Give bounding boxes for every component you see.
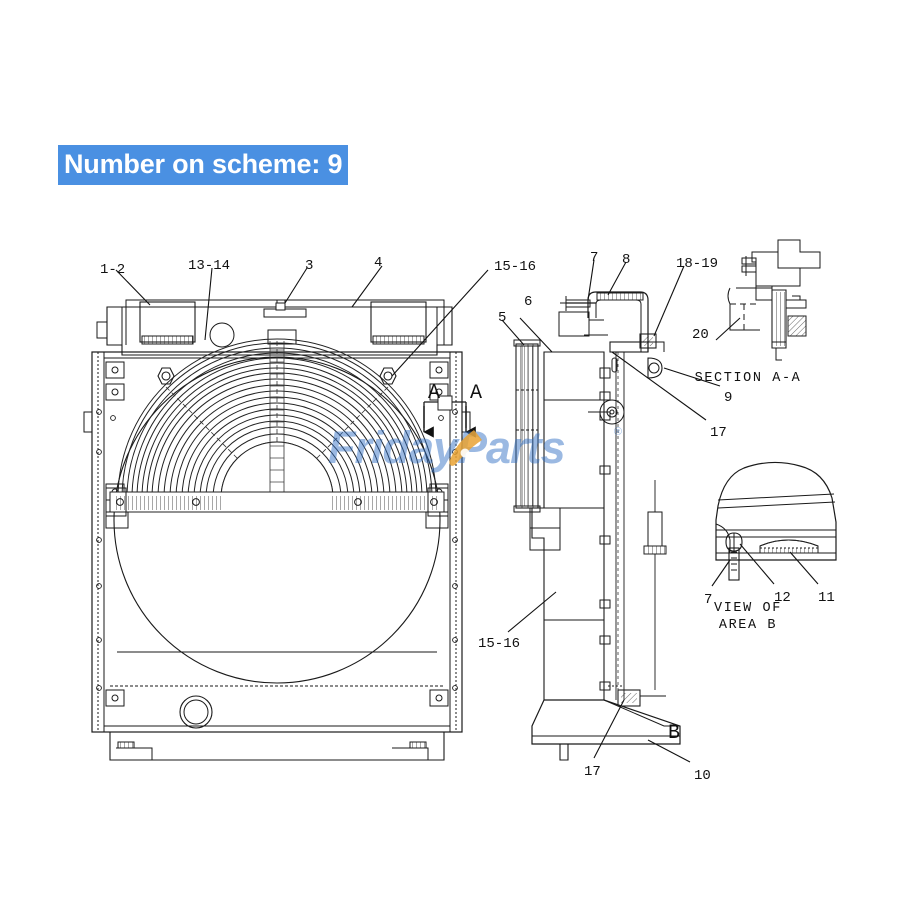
- number-on-scheme-banner: Number on scheme: 9: [58, 145, 349, 185]
- callout-label-17: 17: [584, 764, 601, 780]
- callout-label-8: 8: [622, 252, 631, 268]
- callout-label-12: 12: [774, 590, 791, 606]
- section-marker-A: A: [428, 382, 441, 405]
- cap-section-aa: SECTION A-A: [694, 371, 802, 386]
- callout-label-7: 7: [704, 592, 713, 608]
- callout-label-6: 6: [524, 294, 533, 310]
- section-marker-B: B: [668, 722, 681, 745]
- callout-label-7: 7: [590, 250, 599, 266]
- callout-label-9: 9: [724, 390, 733, 406]
- callout-label-15-16: 15-16: [478, 636, 521, 652]
- callout-label-11: 11: [818, 590, 835, 606]
- callout-label-20: 20: [692, 327, 709, 343]
- callout-label-10: 10: [694, 768, 711, 784]
- callout-label-15-16: 15-16: [494, 259, 537, 275]
- cap-view-area-b: VIEW OF AREA B: [714, 601, 782, 633]
- callout-label-4: 4: [374, 255, 383, 271]
- section-marker-A: A: [470, 382, 483, 405]
- callout-label-1-2: 1-2: [100, 262, 126, 278]
- callout-label-17: 17: [710, 425, 727, 441]
- callout-label-5: 5: [498, 310, 507, 326]
- callout-label-3: 3: [305, 258, 314, 274]
- callout-label-18-19: 18-19: [676, 256, 719, 272]
- callout-label-13-14: 13-14: [188, 258, 231, 274]
